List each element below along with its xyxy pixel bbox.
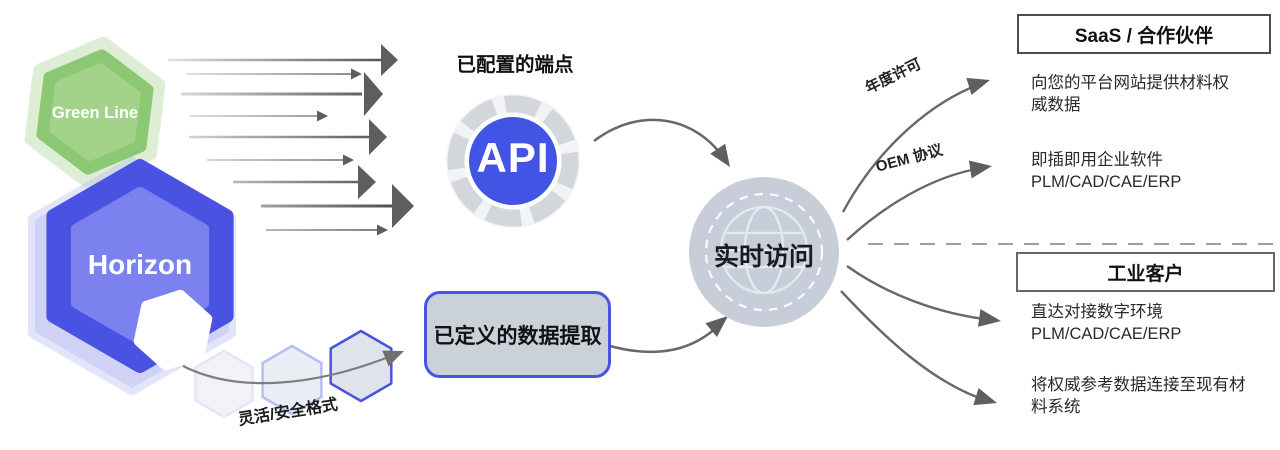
extraction-to-hub-arrow [609,316,728,354]
green-line-hexagon [24,36,166,188]
saas-item-2-line-1: 即插即用企业软件 [1031,151,1163,169]
saas-item-1-line-1: 向您的平台网站提供材料权 [1031,74,1229,92]
saas-partners-box: SaaS / 合作伙伴 [1017,14,1271,54]
horizon-hexagon [28,157,236,395]
saas-item-1: 向您的平台网站提供材料权 威数据 [1031,72,1256,116]
api-badge: API [476,134,550,181]
api-endpoints-title: 已配置的端点 [456,54,574,76]
industrial-item-2: 将权威参考数据连接至现有材 料系统 [1031,374,1266,418]
hub-fanout-arrows [840,77,1001,406]
industrial-item-1: 直达对接数字环境 PLM/CAD/CAE/ERP [1031,301,1256,345]
saas-item-2-line-2: PLM/CAD/CAE/ERP [1031,173,1182,191]
industrial-item-1-line-2: PLM/CAD/CAE/ERP [1031,325,1182,343]
format-hexagon-trail [182,329,404,419]
industrial-customers-box: 工业客户 [1016,252,1275,292]
api-gear-icon [446,94,580,228]
industrial-item-2-line-1: 将权威参考数据连接至现有材 [1031,376,1246,394]
horizon-label: Horizon [87,249,193,280]
data-extraction-box: 已定义的数据提取 [424,291,611,378]
saas-item-2: 即插即用企业软件 PLM/CAD/CAE/ERP [1031,149,1256,193]
industrial-item-2-line-2: 料系统 [1031,398,1081,416]
feed-arrows [168,44,414,236]
green-line-label: Green Line [51,104,139,122]
api-to-hub-arrow [593,118,730,167]
hub-label: 实时访问 [713,243,814,271]
hub-globe-icon [689,177,839,327]
industrial-item-1-line-1: 直达对接数字环境 [1031,303,1163,321]
saas-item-1-line-2: 威数据 [1031,96,1081,114]
